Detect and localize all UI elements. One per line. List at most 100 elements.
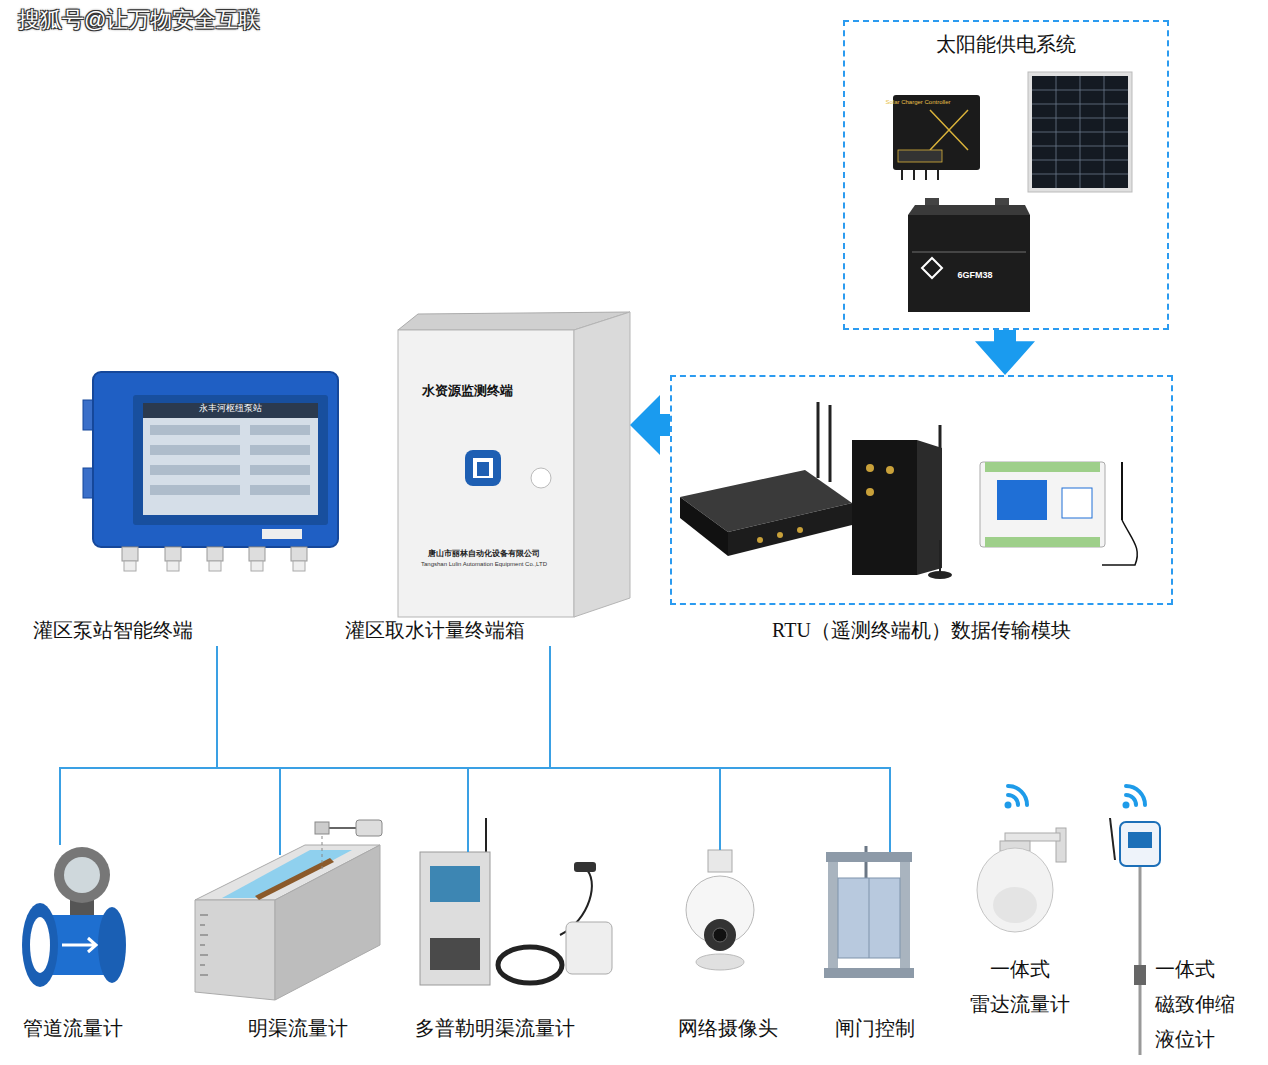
- rtu-device: [852, 440, 917, 575]
- connector: [550, 646, 720, 850]
- solar-panel: [1032, 76, 1128, 188]
- connector: [217, 646, 468, 852]
- device-text: Tangshan Lulin Automation Equipment Co.,…: [421, 561, 547, 568]
- open-channel-flume: [200, 915, 208, 975]
- network-camera: [696, 954, 744, 970]
- node-label: 太阳能供电系统: [845, 32, 1167, 56]
- node-label: RTU（遥测终端机）数据传输模块: [670, 618, 1173, 642]
- device-node: 闸门控制: [815, 852, 935, 1045]
- sluice-gate: [838, 878, 900, 958]
- connector: [468, 646, 550, 852]
- cabinet: [398, 312, 630, 617]
- magnetostrictive-level-gauge: [1139, 865, 1142, 1055]
- doppler-flowmeter: [420, 818, 612, 985]
- pump-terminal: [250, 425, 310, 435]
- open-channel-flume: [315, 822, 329, 834]
- node-label: 网络摄像头: [670, 1016, 785, 1040]
- bus-line: [550, 646, 720, 850]
- open-channel-flume: [356, 820, 382, 836]
- bus-line: [217, 646, 280, 855]
- solar-controller: [930, 110, 968, 150]
- pipe-flowmeter: [22, 847, 126, 987]
- device-text: 水资源监测终端: [422, 384, 513, 398]
- rtu-device: [980, 462, 1105, 547]
- sluice-gate: [824, 846, 914, 978]
- rtu-device: [680, 402, 852, 556]
- device-node: 灌区取水计量终端箱: [345, 312, 630, 646]
- flow-arrow: [975, 330, 1035, 375]
- rtu-device: [985, 537, 1100, 547]
- device-node: 明渠流量计: [190, 855, 385, 1045]
- sluice-gate: [826, 852, 912, 862]
- node-label: 灌区取水计量终端箱: [345, 618, 565, 642]
- battery: [908, 205, 1030, 215]
- rtu-device: [1062, 488, 1092, 518]
- sluice-gate: [824, 968, 914, 978]
- pump-terminal: [251, 561, 263, 571]
- pump-terminal: [209, 561, 221, 571]
- doppler-flowmeter: [430, 866, 480, 902]
- network-camera: [713, 928, 727, 942]
- device-node: 灌区泵站智能终端: [28, 368, 342, 646]
- node-label: 一体式 磁致伸缩 液位计: [1155, 952, 1255, 1057]
- node-label: 灌区泵站智能终端: [33, 618, 333, 642]
- solar-panel: [1028, 72, 1132, 192]
- device-node: 管道流量计: [10, 845, 135, 1045]
- dashed-frame: [670, 375, 1173, 605]
- node-label: 闸门控制: [815, 1016, 935, 1040]
- watermark: 搜狐号@让万物安全互联: [18, 8, 260, 32]
- doppler-flowmeter: [574, 862, 596, 872]
- device-text: 唐山市丽林自动化设备有限公司: [428, 550, 540, 559]
- pump-terminal: [250, 485, 310, 495]
- pipe-flowmeter: [30, 917, 50, 973]
- connector: [217, 646, 280, 855]
- device-node: 多普勒明渠流量计: [405, 852, 620, 1045]
- radar-flowmeter: [977, 828, 1066, 932]
- pump-terminal: [291, 547, 307, 561]
- wifi-icon: [1005, 786, 1146, 809]
- group-box: RTU（遥测终端机）数据传输模块: [670, 375, 1173, 645]
- magnetostrictive-level-gauge: [1110, 818, 1160, 1055]
- network-camera: [686, 850, 754, 970]
- solar-controller: [902, 170, 938, 180]
- device-text: 永丰河枢纽泵站: [199, 404, 262, 414]
- rtu-device: [939, 540, 941, 572]
- device-node: 网络摄像头: [670, 850, 785, 1045]
- group-box: 太阳能供电系统: [843, 20, 1169, 330]
- node-label: 一体式 雷达流量计: [960, 952, 1080, 1022]
- cabinet: [477, 462, 489, 476]
- network-camera: [686, 876, 754, 944]
- pump-terminal: [167, 561, 179, 571]
- cabinet: [473, 458, 493, 478]
- node-label: 管道流量计: [10, 1016, 135, 1040]
- cabinet: [574, 312, 630, 617]
- rtu-device: [728, 503, 852, 556]
- pipe-flowmeter: [22, 903, 58, 987]
- flow-arrow: [630, 395, 670, 455]
- open-channel-flume: [195, 900, 275, 1000]
- rtu-device: [1102, 520, 1137, 565]
- doppler-flowmeter: [566, 922, 612, 974]
- rtu-device: [757, 537, 763, 543]
- pump-terminal: [262, 529, 302, 539]
- rtu-device: [852, 425, 952, 579]
- pipe-flowmeter: [54, 847, 110, 903]
- wifi-icon: [1008, 786, 1027, 805]
- radar-flowmeter: [993, 887, 1037, 923]
- pump-terminal: [93, 372, 338, 547]
- pump-terminal: [124, 561, 136, 571]
- solar-controller: [893, 95, 980, 170]
- pump-terminal: [83, 372, 338, 571]
- solar-controller: [893, 95, 980, 180]
- network-camera: [704, 919, 736, 951]
- device-text: Solar Charger Controller: [885, 99, 950, 106]
- magnetostrictive-level-gauge: [1120, 822, 1160, 866]
- connector: [550, 646, 890, 852]
- sluice-gate: [900, 862, 910, 972]
- magnetostrictive-level-gauge: [1134, 965, 1146, 985]
- rtu-device: [886, 466, 894, 474]
- bus-line: [217, 646, 890, 852]
